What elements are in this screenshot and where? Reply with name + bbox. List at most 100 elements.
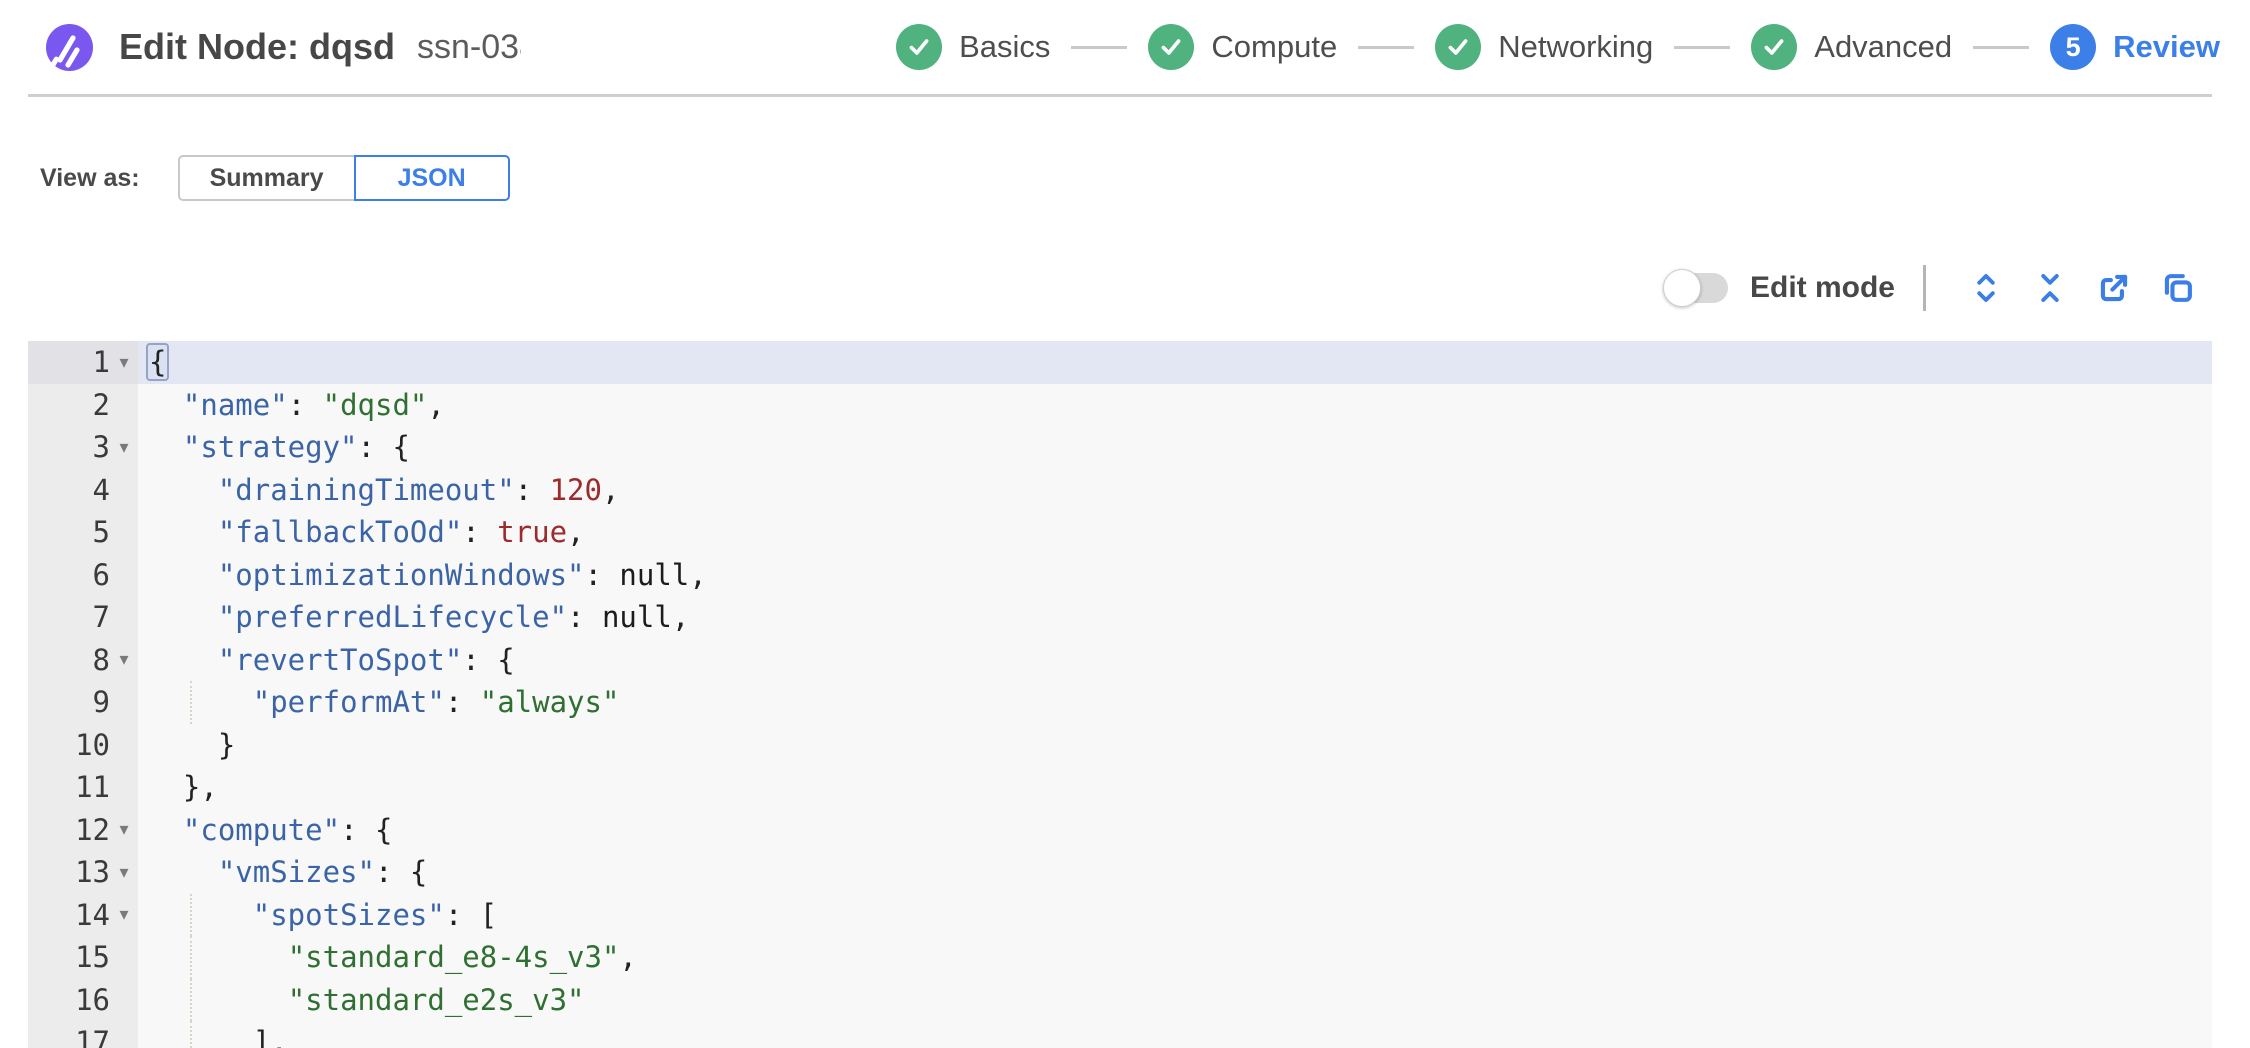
gutter-cell: 7▾ <box>28 596 138 639</box>
gutter-cell: 12 ▾ <box>28 808 138 851</box>
step-label: Basics <box>959 29 1051 64</box>
code-line: "performAt": "always" <box>138 681 2212 724</box>
gutter-cell: 2▾ <box>28 383 138 426</box>
code-row: 6▾ "optimizationWindows": null, <box>28 553 2212 596</box>
line-number: 3 <box>92 430 110 465</box>
line-number: 15 <box>75 940 110 975</box>
gutter-cell: 14 ▾ <box>28 893 138 936</box>
code-line: "spotSizes": [ <box>138 893 2212 936</box>
edit-mode-toggle[interactable] <box>1662 269 1728 307</box>
line-number: 12 <box>75 812 110 847</box>
line-number: 16 <box>75 982 110 1017</box>
gutter-cell: 11▾ <box>28 766 138 809</box>
collapse-all-icon[interactable] <box>2031 269 2069 307</box>
code-row: 2▾ "name": "dqsd", <box>28 383 2212 426</box>
gutter-cell: 16▾ <box>28 978 138 1021</box>
line-number: 4 <box>92 472 110 507</box>
line-number: 5 <box>92 515 110 550</box>
code-line: "drainingTimeout": 120, <box>138 468 2212 511</box>
gutter-cell: 1▾ <box>28 341 138 384</box>
line-number: 7 <box>92 600 110 635</box>
step-networking[interactable]: Networking <box>1435 24 1653 70</box>
code-line: "fallbackToOd": true, <box>138 511 2212 554</box>
expand-all-icon[interactable] <box>1967 269 2005 307</box>
indent-guide <box>190 1021 192 1048</box>
toggle-knob[interactable] <box>1662 269 1701 307</box>
indent-guide <box>190 681 192 724</box>
line-number: 17 <box>75 1025 110 1048</box>
view-as-summary-button[interactable]: Summary <box>177 155 354 201</box>
line-number: 6 <box>92 557 110 592</box>
line-number: 2 <box>92 387 110 422</box>
fold-toggle-icon[interactable]: ▾ <box>119 819 129 840</box>
step-compute[interactable]: Compute <box>1148 24 1337 70</box>
code-line: { <box>138 341 2212 384</box>
gutter-cell: 4▾ <box>28 468 138 511</box>
code-line: } <box>138 723 2212 766</box>
gutter-cell: 6▾ <box>28 553 138 596</box>
code-row: 10▾ } <box>28 723 2212 766</box>
step-check-icon <box>896 24 943 70</box>
code-row: 14 ▾ "spotSizes": [ <box>28 893 2212 936</box>
step-connector <box>1358 45 1415 49</box>
export-icon[interactable] <box>2095 269 2133 307</box>
gutter-cell: 8▾ <box>28 638 138 681</box>
view-as-label: View as: <box>40 163 140 192</box>
code-line: }, <box>138 766 2212 809</box>
code-row: 15▾ "standard_e8-4s_v3", <box>28 936 2212 979</box>
fold-toggle-icon[interactable]: ▾ <box>119 861 129 882</box>
fold-toggle-icon[interactable]: ▾ <box>119 351 129 372</box>
code-line: "optimizationWindows": null, <box>138 553 2212 596</box>
gutter-cell: 3▾ <box>28 426 138 469</box>
code-line: "standard_e8-4s_v3", <box>138 936 2212 979</box>
page-title: Edit Node: dqsd <box>119 26 395 67</box>
step-check-icon <box>1148 24 1195 70</box>
view-as-json-button[interactable]: JSON <box>353 155 510 201</box>
fold-toggle-icon[interactable]: ▾ <box>119 904 129 925</box>
step-connector <box>1973 45 2030 49</box>
spot-logo <box>46 23 93 71</box>
editor-toolbar: Edit mode <box>0 265 2210 311</box>
copy-icon[interactable] <box>2159 269 2197 307</box>
edit-mode-label: Edit mode <box>1749 271 1895 304</box>
step-label: Advanced <box>1814 29 1953 64</box>
code-row: 12 ▾ "compute": { <box>28 808 2212 851</box>
fold-toggle-icon[interactable]: ▾ <box>119 649 129 670</box>
code-line: "compute": { <box>138 808 2212 851</box>
line-number: 10 <box>75 727 110 762</box>
node-id: ssn-038 <box>416 27 521 66</box>
line-number: 1 <box>92 345 110 380</box>
code-line: "revertToSpot": { <box>138 638 2212 681</box>
wizard-header: Edit Node: dqsd ssn-038 Basics Compute Net… <box>0 0 2250 94</box>
code-line: "vmSizes": { <box>138 851 2212 894</box>
step-check-icon <box>1435 24 1482 70</box>
step-basics[interactable]: Basics <box>896 24 1050 70</box>
line-number: 8 <box>92 642 110 677</box>
line-number: 14 <box>75 897 110 932</box>
indent-guide <box>190 936 192 979</box>
gutter-cell: 9▾ <box>28 681 138 724</box>
gutter-cell: 10▾ <box>28 723 138 766</box>
view-as-row: View as: Summary JSON <box>40 155 2250 201</box>
view-as-segmented-control: Summary JSON <box>177 155 510 201</box>
code-line: "preferredLifecycle": null, <box>138 596 2212 639</box>
gutter-cell: 13 ▾ <box>28 851 138 894</box>
code-row: 11▾ }, <box>28 766 2212 809</box>
line-number: 9 <box>92 685 110 720</box>
code-row: 3▾ "strategy": { <box>28 426 2212 469</box>
step-label: Review <box>2113 29 2220 64</box>
line-number: 11 <box>75 770 110 805</box>
json-editor[interactable]: 1▾{2▾ "name": "dqsd",3▾ "strategy": {4▾ … <box>28 341 2212 1048</box>
indent-guide <box>190 893 192 936</box>
fold-toggle-icon[interactable]: ▾ <box>119 436 129 457</box>
step-connector <box>1071 45 1128 49</box>
step-label: Compute <box>1211 29 1338 64</box>
toolbar-divider <box>1923 265 1926 311</box>
code-row: 7▾ "preferredLifecycle": null, <box>28 596 2212 639</box>
code-row: 8▾ "revertToSpot": { <box>28 638 2212 681</box>
step-label: Networking <box>1498 29 1654 64</box>
step-advanced[interactable]: Advanced <box>1751 24 1952 70</box>
line-number: 13 <box>75 855 110 890</box>
